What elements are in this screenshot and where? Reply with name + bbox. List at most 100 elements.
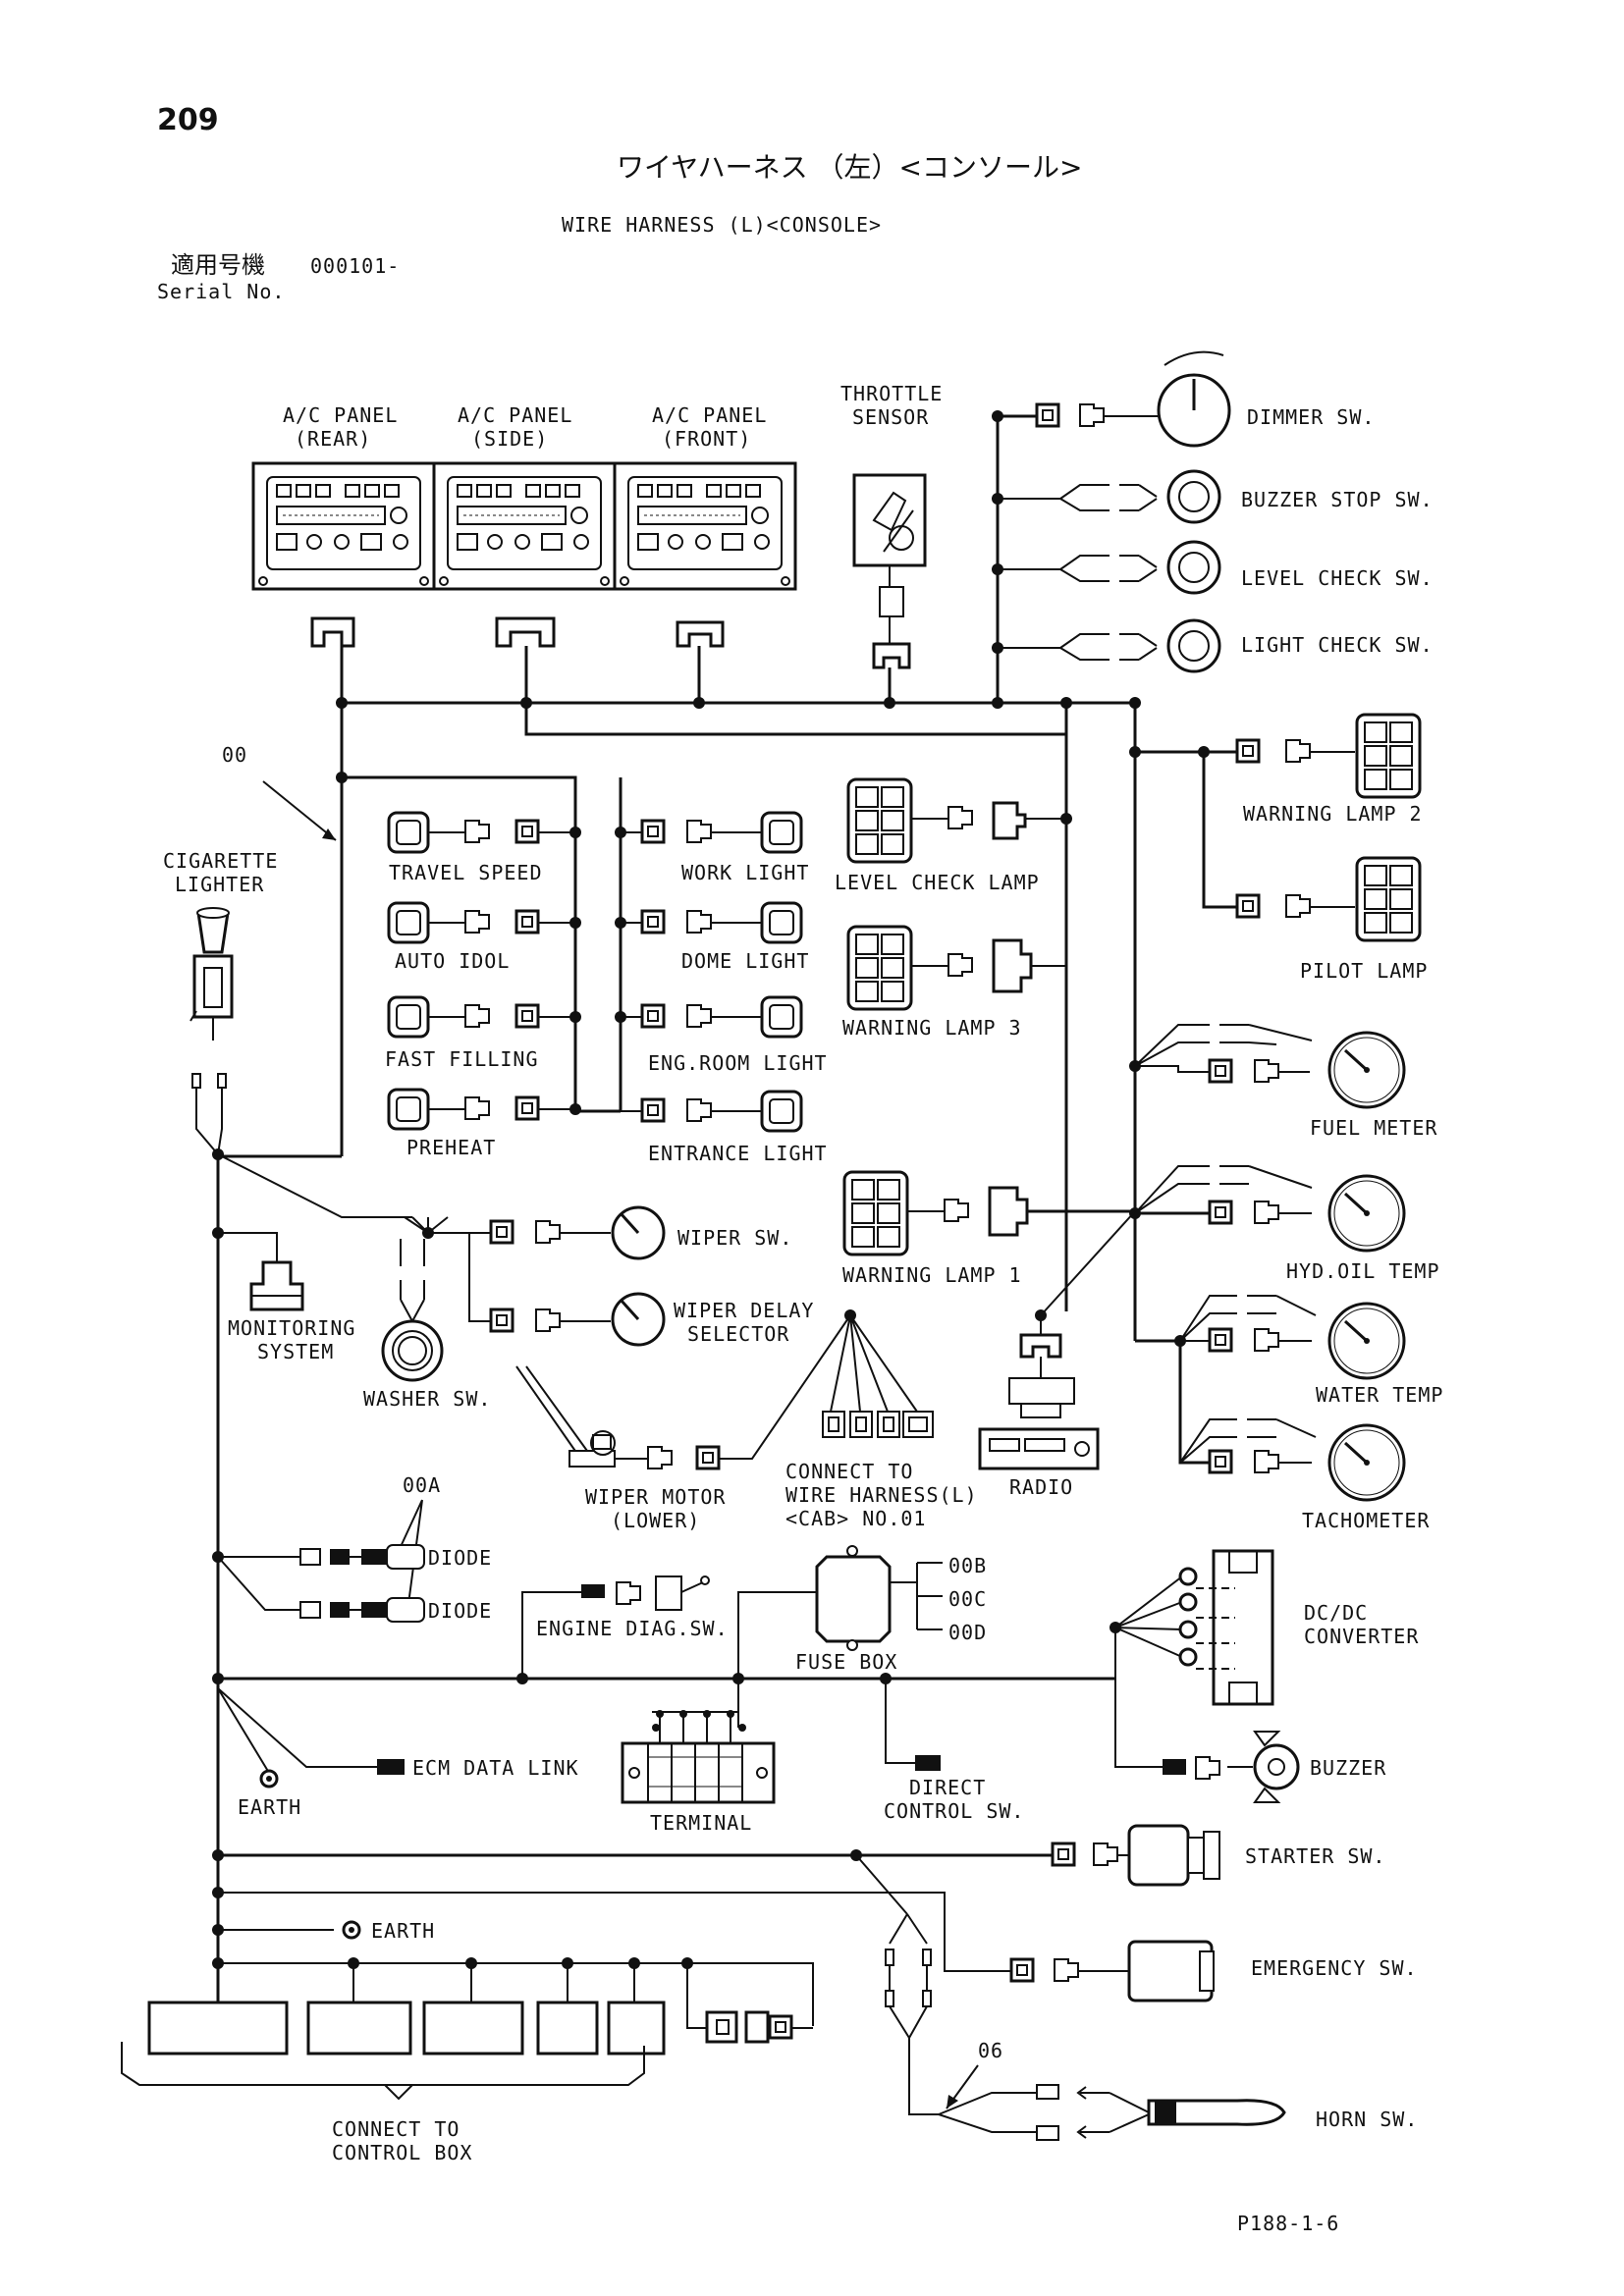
- level-check-lamp-plug: [947, 806, 973, 829]
- diode-1-label: DIODE: [428, 1546, 492, 1570]
- water-temp-connector: [1208, 1327, 1233, 1353]
- warning-lamp-2-plug: [1285, 739, 1311, 763]
- level-check-switch: [1166, 540, 1221, 595]
- wiper-delay-plug: [535, 1308, 561, 1332]
- dome-light-label: DOME LIGHT: [681, 949, 809, 973]
- radio-label: RADIO: [1009, 1475, 1073, 1499]
- connect-cab-label-2: WIRE HARNESS(L): [785, 1483, 978, 1507]
- buzzer: [1163, 1731, 1300, 1803]
- starter-switch: [1093, 1824, 1220, 1887]
- junction-dots: [336, 410, 1141, 783]
- earth-1-symbol: [259, 1769, 279, 1789]
- emergency-switch-connector: [1009, 1957, 1035, 1983]
- fuel-meter-connector: [1208, 1058, 1233, 1084]
- fast-filling-switch: [387, 995, 430, 1039]
- page-number: 209: [157, 103, 219, 137]
- warning-lamp-1-connector: [988, 1186, 1029, 1237]
- earth-1-label: EARTH: [238, 1795, 301, 1819]
- water-temp-plug: [1254, 1328, 1279, 1352]
- cab-connectors: [822, 1411, 934, 1438]
- light-check-switch: [1166, 618, 1221, 673]
- preheat-switch: [387, 1088, 430, 1131]
- throttle-sensor-label: THROTTLE: [840, 382, 943, 405]
- fuel-meter-label: FUEL METER: [1310, 1116, 1437, 1140]
- buzzer-stop-wires: [1059, 484, 1158, 511]
- wiper-motor-connector: [695, 1445, 721, 1470]
- ac-panel-side: [432, 461, 617, 591]
- pilot-lamp-plug: [1285, 894, 1311, 918]
- level-check-lamp: [846, 777, 913, 864]
- fast-filling-label: FAST FILLING: [385, 1047, 539, 1071]
- warning-lamp-3-label: WARNING LAMP 3: [842, 1016, 1022, 1040]
- work-light-switch: [760, 811, 803, 854]
- wiper-motor: [515, 1365, 616, 1468]
- hyd-oil-temp-plug: [1254, 1201, 1279, 1224]
- ref-00a: 00A: [403, 1473, 441, 1497]
- ref-00c: 00C: [948, 1587, 987, 1611]
- connect-cab-label-3: <CAB> NO.01: [785, 1507, 926, 1530]
- buzzer-stop-switch-label: BUZZER STOP SW.: [1241, 488, 1434, 511]
- dimmer-plug: [1079, 403, 1105, 427]
- pilot-lamp-label: PILOT LAMP: [1300, 959, 1428, 983]
- wiper-delay-sublabel: SELECTOR: [687, 1322, 789, 1346]
- emergency-switch: [1054, 1940, 1215, 2002]
- wiper-switch: [611, 1205, 666, 1260]
- dome-light-connector: [640, 909, 666, 934]
- tachometer-connector: [1208, 1449, 1233, 1474]
- monitoring-system-label: MONITORING: [228, 1316, 355, 1340]
- auto-idol-label: AUTO IDOL: [395, 949, 510, 973]
- wiper-motor-plug: [647, 1446, 673, 1469]
- serial-label-english: Serial No.: [157, 280, 285, 303]
- eng-room-light-connector: [640, 1003, 666, 1029]
- diode-2: [299, 1597, 425, 1623]
- entrance-light-plug: [686, 1098, 712, 1122]
- tachometer-plug: [1254, 1450, 1279, 1473]
- preheat-connector: [514, 1095, 540, 1121]
- level-check-lamp-label: LEVEL CHECK LAMP: [835, 871, 1040, 894]
- engine-diag-label: ENGINE DIAG.SW.: [536, 1617, 729, 1640]
- level-check-lamp-connector: [992, 801, 1027, 840]
- serial-value: 000101-: [310, 254, 400, 278]
- terminal-block: [621, 1741, 776, 1804]
- ac-front-connector: [676, 620, 725, 648]
- ref-06: 06: [978, 2039, 1003, 2062]
- ac-panel-front-label: A/C PANEL: [652, 403, 767, 427]
- title-english: WIRE HARNESS (L)<CONSOLE>: [562, 213, 882, 237]
- light-check-wires: [1059, 633, 1158, 661]
- travel-speed-plug: [464, 820, 490, 843]
- preheat-label: PREHEAT: [406, 1136, 496, 1159]
- wiper-switch-label: WIPER SW.: [677, 1226, 792, 1250]
- work-light-connector: [640, 819, 666, 844]
- washer-switch-label: WASHER SW.: [363, 1387, 491, 1411]
- warning-lamp-2-connector: [1235, 738, 1261, 764]
- tachometer-label: TACHOMETER: [1302, 1509, 1430, 1532]
- emergency-switch-label: EMERGENCY SW.: [1251, 1956, 1418, 1980]
- engine-diag-switch: [581, 1575, 710, 1611]
- cigarette-lighter-sublabel: LIGHTER: [175, 873, 264, 896]
- control-box-units: [147, 2001, 666, 2056]
- hyd-oil-temp-gauge: [1327, 1174, 1406, 1253]
- diode-2-label: DIODE: [428, 1599, 492, 1623]
- ref-00d: 00D: [948, 1621, 987, 1644]
- warning-lamp-2-label: WARNING LAMP 2: [1243, 802, 1423, 826]
- warning-lamp-3: [846, 925, 913, 1011]
- control-box-connector: [705, 2010, 793, 2044]
- dcdc-converter-label: DC/DC: [1304, 1601, 1368, 1625]
- fast-filling-connector: [514, 1003, 540, 1029]
- radio: [978, 1333, 1100, 1470]
- wiper-delay-selector: [611, 1292, 666, 1347]
- auto-idol-plug: [464, 910, 490, 934]
- level-check-switch-label: LEVEL CHECK SW.: [1241, 566, 1434, 590]
- washer-wires: [400, 1216, 449, 1322]
- travel-speed-label: TRAVEL SPEED: [389, 861, 543, 884]
- entrance-light-connector: [640, 1097, 666, 1123]
- warning-lamp-1: [842, 1170, 909, 1256]
- entrance-light-label: ENTRANCE LIGHT: [648, 1142, 828, 1165]
- cigarette-lighter: [189, 907, 234, 1089]
- warning-lamp-2: [1355, 713, 1422, 799]
- wiper-motor-sublabel: (LOWER): [611, 1509, 700, 1532]
- dome-light-plug: [686, 910, 712, 934]
- dcdc-converter-sublabel: CONVERTER: [1304, 1625, 1419, 1648]
- fast-filling-plug: [464, 1004, 490, 1028]
- buzzer-label: BUZZER: [1310, 1756, 1386, 1780]
